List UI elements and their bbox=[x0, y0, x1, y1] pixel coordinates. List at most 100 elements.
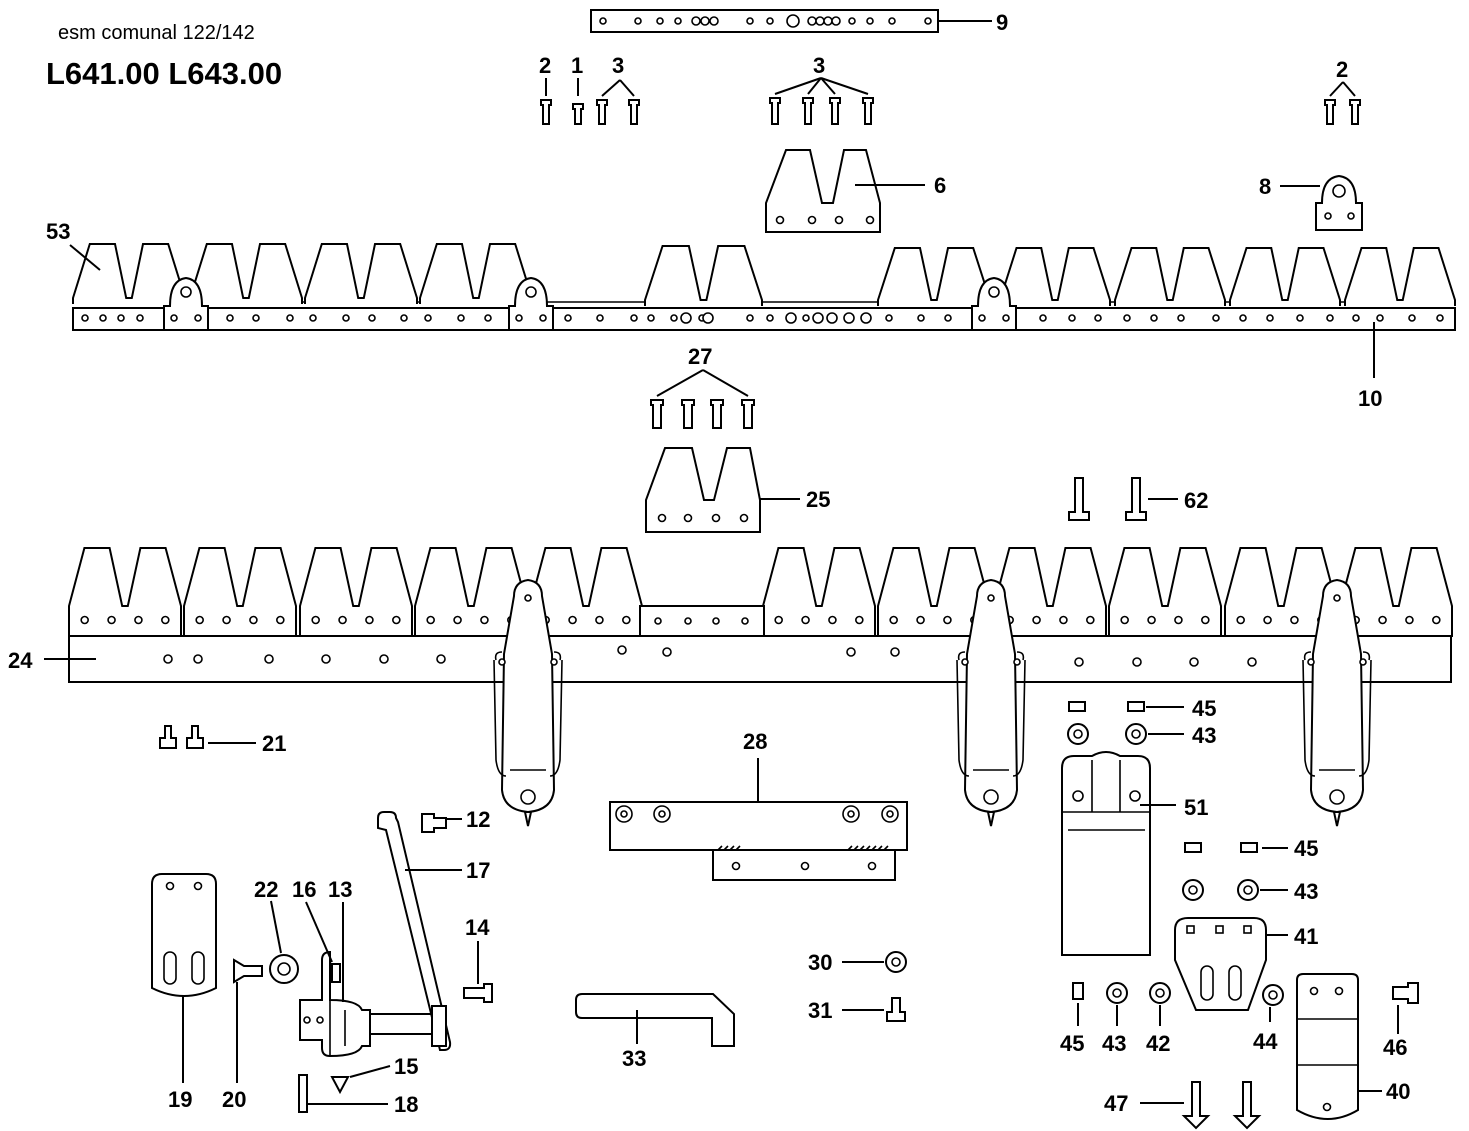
hole bbox=[1263, 615, 1272, 625]
hole bbox=[774, 615, 783, 625]
hole bbox=[457, 314, 465, 322]
hole bbox=[550, 658, 558, 666]
hole bbox=[193, 654, 203, 664]
callout-20: 20 bbox=[222, 1087, 246, 1112]
hole bbox=[252, 314, 260, 322]
callout-45: 45 bbox=[1060, 1031, 1084, 1056]
hole bbox=[944, 314, 952, 322]
hole bbox=[1002, 314, 1010, 322]
hole bbox=[983, 789, 999, 805]
hole bbox=[426, 615, 435, 625]
hole bbox=[195, 615, 204, 625]
part-2-right-screws bbox=[1329, 81, 1356, 97]
hole bbox=[889, 615, 898, 625]
callout-12: 12 bbox=[466, 807, 490, 832]
hole bbox=[916, 615, 925, 625]
callout-27: 27 bbox=[688, 344, 712, 369]
callout-8: 8 bbox=[1259, 174, 1271, 199]
model-subtitle: esm comunal 122/142 bbox=[58, 22, 255, 44]
part-2-1-3-screws bbox=[540, 78, 1361, 125]
hole bbox=[674, 17, 682, 25]
callout-33: 33 bbox=[622, 1046, 646, 1071]
hole bbox=[117, 314, 125, 322]
hole bbox=[785, 312, 797, 324]
part-46-bolt bbox=[1392, 982, 1419, 1034]
hole bbox=[702, 312, 714, 324]
hole bbox=[712, 617, 720, 625]
hole bbox=[498, 658, 506, 666]
callout-2: 2 bbox=[539, 53, 551, 78]
knife-guards bbox=[493, 578, 1372, 827]
hole bbox=[917, 314, 925, 322]
hole bbox=[812, 312, 824, 324]
callout-40: 40 bbox=[1386, 1079, 1410, 1104]
hole bbox=[826, 312, 838, 324]
callout-3: 3 bbox=[612, 53, 624, 78]
callout-51: 51 bbox=[1184, 795, 1208, 820]
callout-21: 21 bbox=[262, 731, 286, 756]
hole bbox=[524, 594, 532, 602]
part-25-knife-section bbox=[645, 447, 800, 533]
part-40-plate bbox=[1296, 973, 1382, 1120]
hole bbox=[1307, 658, 1315, 666]
hole bbox=[1123, 314, 1131, 322]
hole bbox=[249, 615, 258, 625]
hole bbox=[1068, 314, 1076, 322]
hole bbox=[802, 314, 810, 322]
callout-47: 47 bbox=[1104, 1091, 1128, 1116]
part-17-lever bbox=[377, 811, 462, 1051]
knife-section bbox=[304, 243, 418, 304]
hole bbox=[1132, 657, 1142, 667]
hole bbox=[539, 314, 547, 322]
hole bbox=[807, 16, 817, 26]
hole bbox=[746, 17, 754, 25]
hole bbox=[1408, 314, 1416, 322]
callout-10: 10 bbox=[1358, 386, 1382, 411]
part-14-bolt bbox=[463, 941, 493, 1003]
hole bbox=[161, 615, 170, 625]
callout-18: 18 bbox=[394, 1092, 418, 1117]
callout-31: 31 bbox=[808, 998, 832, 1023]
hole bbox=[286, 314, 294, 322]
hole bbox=[1059, 615, 1068, 625]
part-31-bolt bbox=[842, 997, 906, 1022]
part-45-43-upper bbox=[1067, 701, 1184, 745]
hole bbox=[379, 654, 389, 664]
callout-41: 41 bbox=[1294, 924, 1318, 949]
hole bbox=[855, 615, 864, 625]
hole bbox=[194, 314, 202, 322]
rivet bbox=[710, 399, 724, 429]
hole bbox=[1039, 314, 1047, 322]
hole bbox=[828, 615, 837, 625]
screw bbox=[862, 97, 874, 125]
knife-section bbox=[1344, 247, 1456, 306]
hole bbox=[831, 16, 841, 26]
hole bbox=[1405, 615, 1414, 625]
callout-43: 43 bbox=[1294, 879, 1318, 904]
hole bbox=[424, 314, 432, 322]
hole bbox=[988, 286, 1000, 298]
callout-44: 44 bbox=[1253, 1029, 1278, 1054]
rivet bbox=[741, 399, 755, 429]
hole bbox=[342, 314, 350, 322]
guard-outline bbox=[956, 651, 1026, 777]
part-9-perforated-bar bbox=[590, 9, 992, 33]
model-title: L641.00 L643.00 bbox=[46, 56, 282, 91]
hole bbox=[515, 314, 523, 322]
hole bbox=[662, 647, 672, 657]
screw bbox=[1324, 99, 1336, 125]
callout-6: 6 bbox=[934, 173, 946, 198]
hole bbox=[1074, 657, 1084, 667]
hole bbox=[647, 314, 655, 322]
hole bbox=[815, 16, 825, 26]
rivet bbox=[650, 399, 664, 429]
hole bbox=[309, 314, 317, 322]
callout-14: 14 bbox=[465, 915, 490, 940]
hole bbox=[656, 17, 664, 25]
hole bbox=[617, 645, 627, 655]
hole bbox=[622, 615, 631, 625]
guard-tip bbox=[523, 811, 533, 827]
hole bbox=[99, 314, 107, 322]
part-12-bolt bbox=[421, 813, 462, 833]
